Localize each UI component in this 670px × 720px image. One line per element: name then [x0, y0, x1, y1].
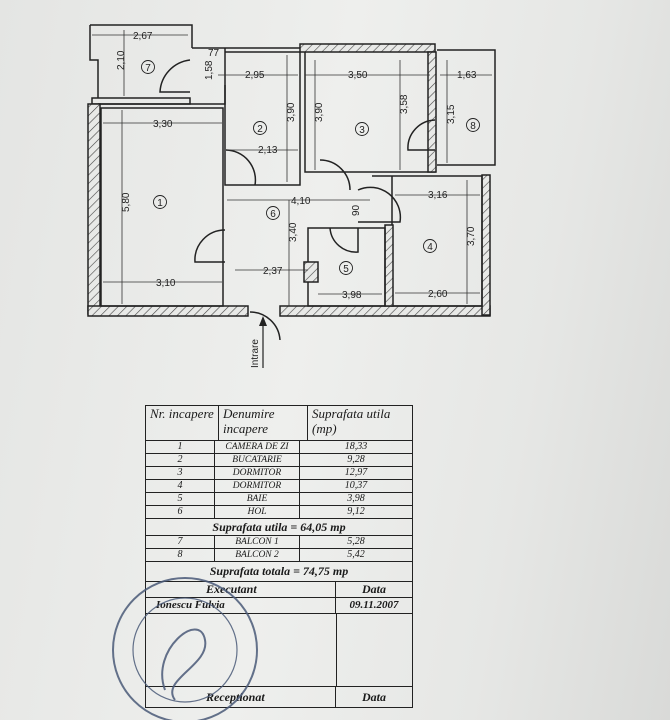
grand-total: Suprafata totala = 74,75 mp: [209, 564, 349, 578]
room-number: 2: [257, 124, 263, 135]
cell-nr: 4: [146, 480, 215, 492]
dim-label: 3,30: [153, 119, 173, 130]
dim-label: 2,67: [133, 31, 153, 42]
cell-nr: 1: [146, 441, 215, 453]
dimension-lines: [92, 30, 492, 306]
receptionat-date-label: Data: [362, 690, 386, 704]
signature-row: [146, 614, 412, 687]
cell-area: 9,12: [347, 506, 365, 517]
dim-label: 3,90: [314, 102, 325, 122]
dimension-labels: 2,67 2,10 77 1,58 2,95 3,50 1,63 3,30 3,…: [116, 31, 477, 301]
cell-name: CAMERA DE ZI: [215, 441, 300, 453]
dim-label: 77: [208, 48, 220, 59]
dim-label: 2,10: [116, 50, 127, 70]
room-number: 8: [470, 121, 476, 132]
cell-nr: 6: [146, 506, 215, 518]
cell-area: 3,98: [347, 493, 365, 504]
dim-label: 2,13: [258, 145, 278, 156]
dim-label: 3,98: [342, 290, 362, 301]
room-numbers: 1 2 3 4 5 6 7 8: [145, 63, 476, 275]
executant-row: Ionescu Fulvia 09.11.2007: [146, 598, 412, 614]
executant-name: Ionescu Fulvia: [146, 598, 336, 613]
cell-nr: 3: [146, 467, 215, 479]
dim-label: 2,60: [428, 289, 448, 300]
dim-label: 1,58: [204, 60, 215, 80]
room-number: 6: [270, 209, 276, 220]
cell-area: 10,37: [344, 480, 368, 491]
receptionat-label: Receptionat: [146, 687, 336, 707]
dim-label: 3,10: [156, 278, 176, 289]
cell-area: 18,33: [344, 441, 368, 452]
header-area: Suprafata utila (mp): [312, 406, 391, 436]
dim-label: 5,80: [121, 192, 132, 212]
cell-nr: 5: [146, 493, 215, 505]
cell-nr: 7: [146, 536, 215, 548]
room-number-circles: [141, 60, 480, 275]
dim-label: 3,50: [348, 70, 368, 81]
cell-nr: 8: [146, 549, 215, 561]
cell-name: BALCON 1: [215, 536, 300, 548]
executant-date: 09.11.2007: [349, 599, 399, 611]
room-number: 5: [343, 264, 349, 275]
dim-label: 90: [351, 204, 362, 216]
room-number: 3: [359, 125, 365, 136]
executant-label: Executant: [146, 582, 336, 597]
useful-total-row: Suprafata utila = 64,05 mp: [146, 519, 412, 536]
cell-name: HOL: [215, 506, 300, 518]
room-number: 1: [157, 198, 163, 209]
table-header: Nr. incapere Denumire incapere Suprafata…: [146, 406, 412, 441]
dim-label: 3,16: [428, 190, 448, 201]
dim-label: 4,10: [291, 196, 311, 207]
cell-name: BUCATARIE: [215, 454, 300, 466]
dim-label: 2,37: [263, 266, 283, 277]
dim-label: 2,95: [245, 70, 265, 81]
entrance-label: Intrare: [250, 339, 261, 368]
date-label: Data: [362, 582, 386, 596]
dim-label: 3,90: [286, 102, 297, 122]
cell-area: 5,42: [347, 549, 365, 560]
header-nr: Nr. incapere: [146, 406, 219, 440]
header-name: Denumire incapere: [219, 406, 308, 440]
cell-area: 12,97: [344, 467, 368, 478]
cell-area: 5,28: [347, 536, 365, 547]
cell-name: DORMITOR: [215, 467, 300, 479]
dim-label: 3,70: [466, 226, 477, 246]
useful-total: Suprafata utila = 64,05 mp: [212, 520, 346, 534]
cell-name: BAIE: [215, 493, 300, 505]
cell-name: DORMITOR: [215, 480, 300, 492]
room-number: 4: [427, 242, 433, 253]
dim-label: 3,40: [288, 222, 299, 242]
cell-area: 9,28: [347, 454, 365, 465]
area-table: Nr. incapere Denumire incapere Suprafata…: [145, 405, 413, 708]
executant-header-row: Executant Data: [146, 582, 412, 598]
grand-total-row: Suprafata totala = 74,75 mp: [146, 562, 412, 582]
dim-label: 3,15: [446, 104, 457, 124]
receptionat-row: Receptionat Data: [146, 687, 412, 708]
entrance-arrow-icon: [259, 316, 267, 368]
floor-plan: 2,67 2,10 77 1,58 2,95 3,50 1,63 3,30 3,…: [87, 24, 496, 368]
cell-nr: 2: [146, 454, 215, 466]
room-number: 7: [145, 63, 151, 74]
walls: [87, 24, 496, 341]
dim-label: 1,63: [457, 70, 477, 81]
cell-name: BALCON 2: [215, 549, 300, 561]
dim-label: 3,58: [399, 94, 410, 114]
